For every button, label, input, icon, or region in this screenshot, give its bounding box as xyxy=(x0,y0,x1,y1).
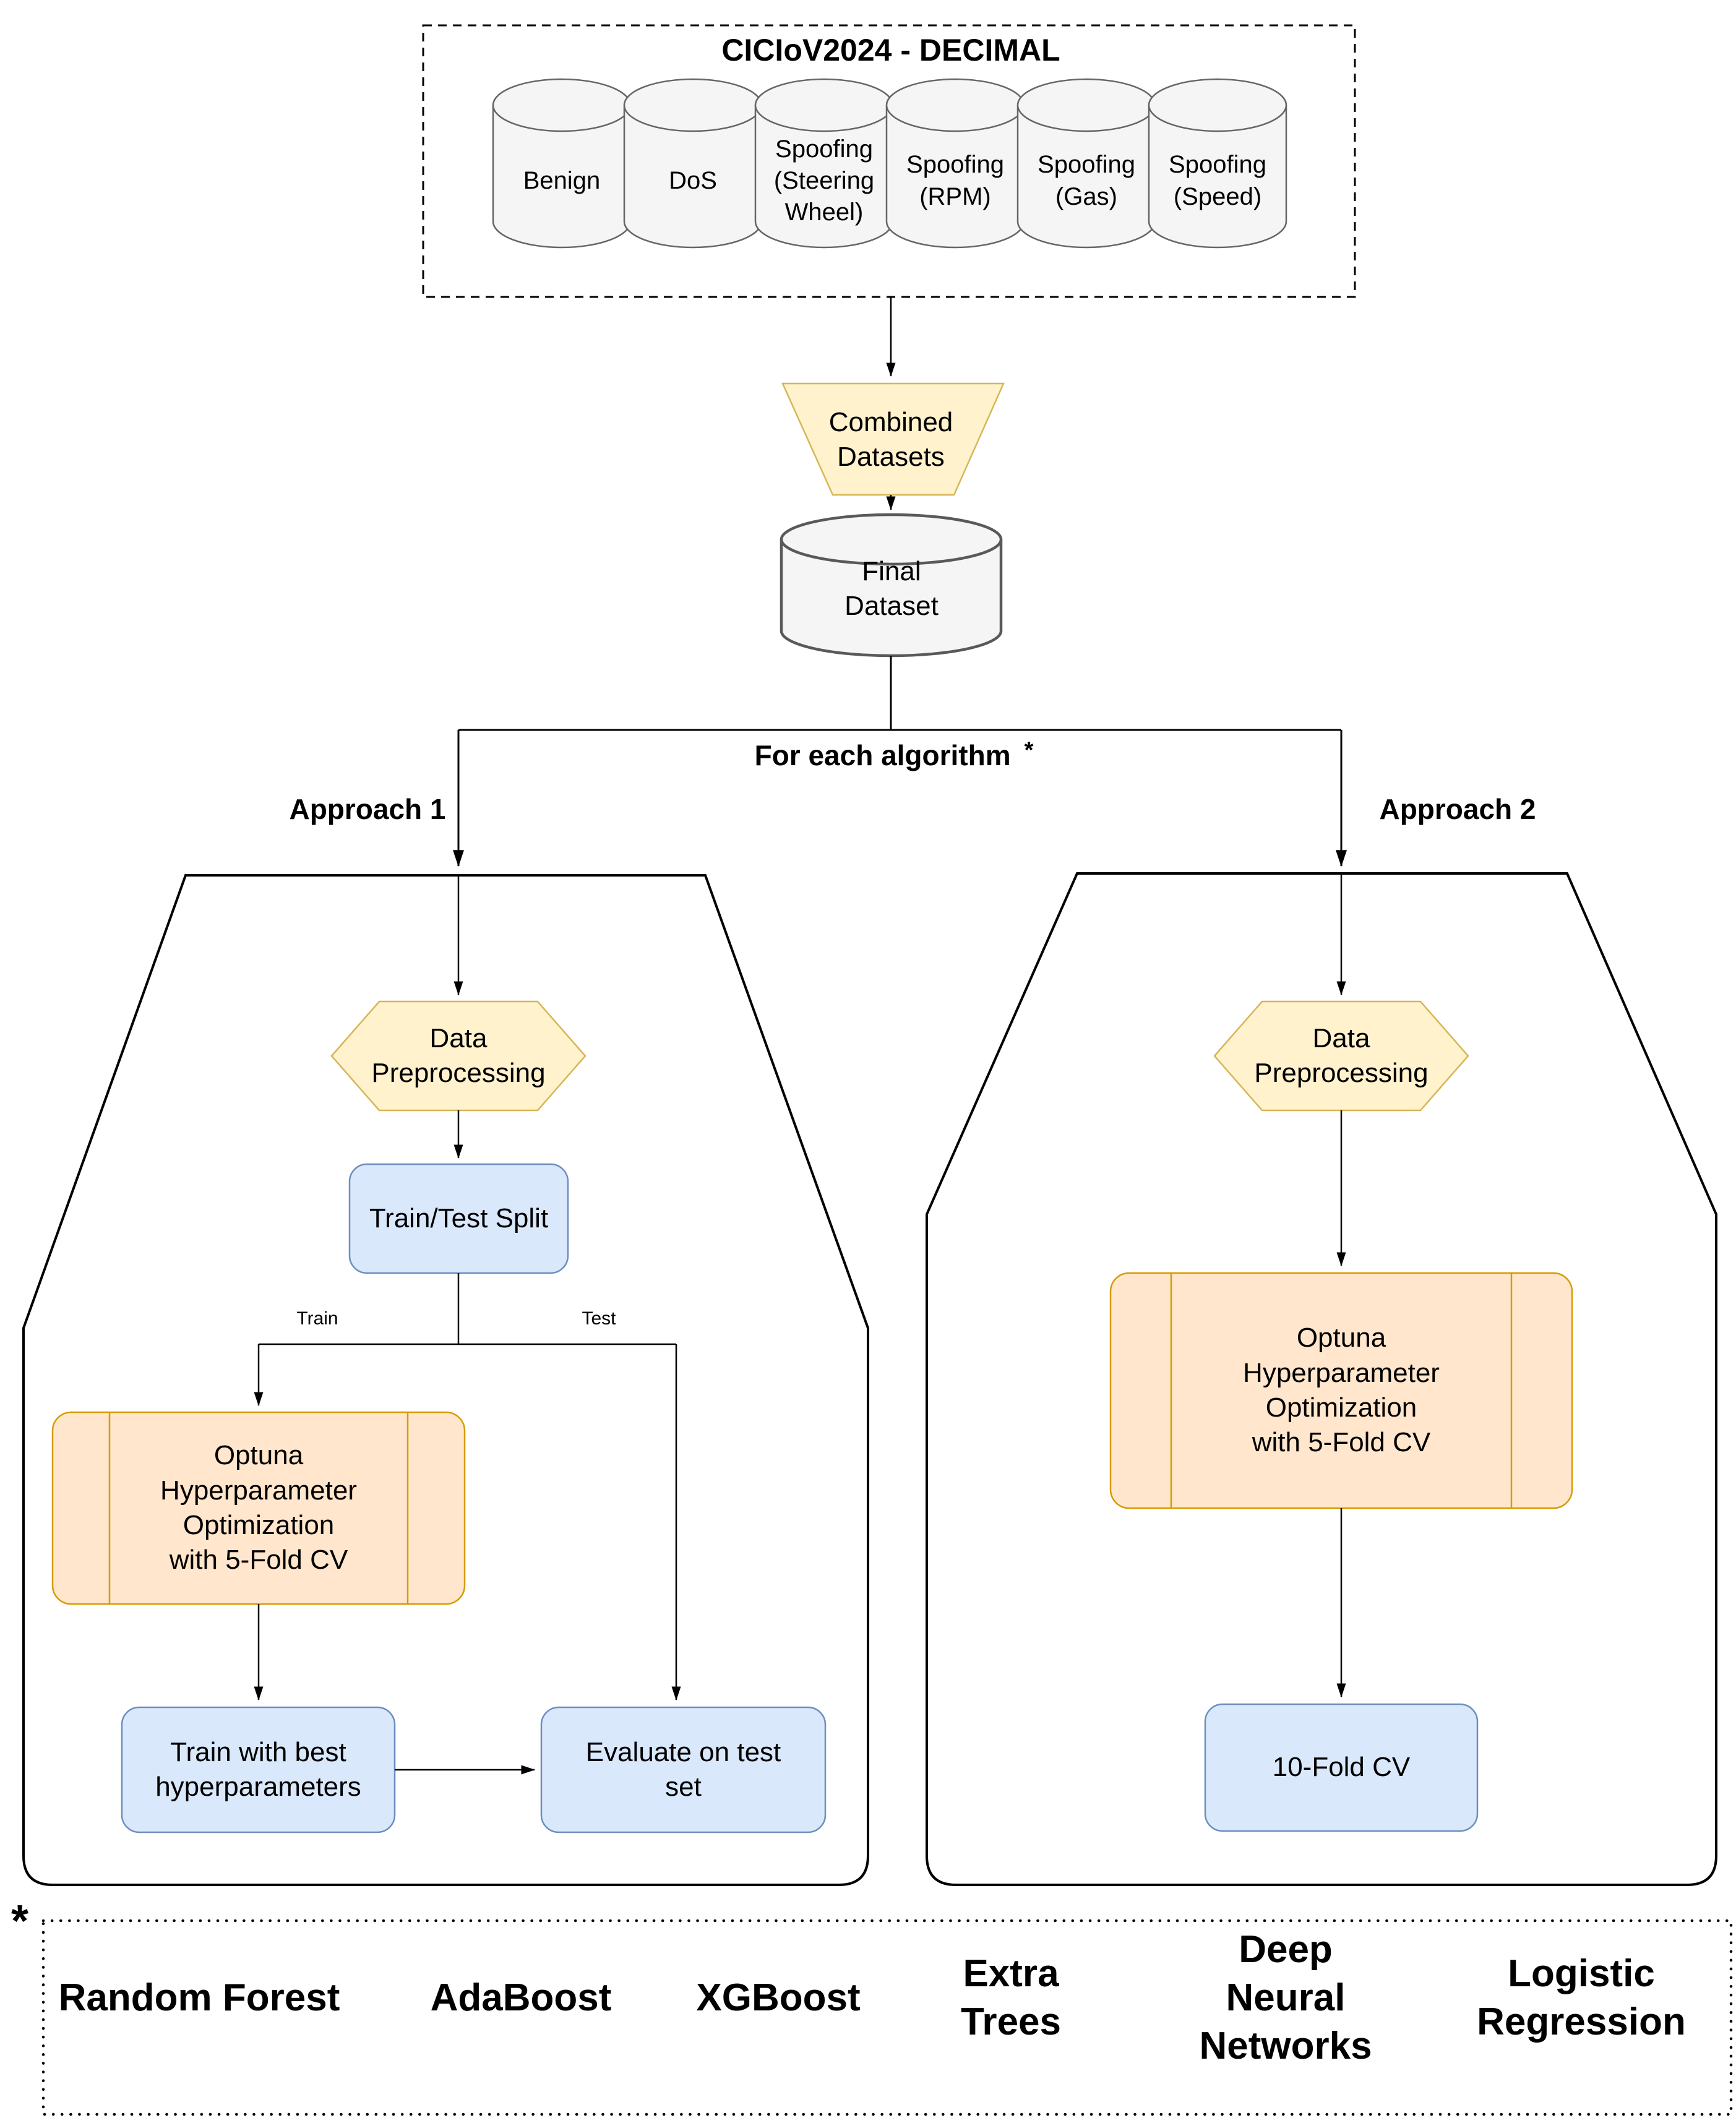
a2-ten-fold-label: 10-Fold CV xyxy=(1272,1752,1411,1783)
dataset-cylinders xyxy=(492,78,1287,249)
a2-preprocessing-hexagon xyxy=(1213,1000,1469,1112)
final-dataset-cylinder xyxy=(780,513,1003,658)
source-group-title: CICIoV2024 - DECIMAL xyxy=(721,33,1060,67)
cylinder-spoofing-speed xyxy=(1148,78,1287,249)
cylinder-spoofing-speed-label: Spoofing (Speed) xyxy=(1169,151,1266,210)
cylinder-spoofing-gas-label: Spoofing (Gas) xyxy=(1038,151,1135,210)
source-datasets-group-box xyxy=(422,24,1356,298)
a1-optuna-label: Optuna Hyperparameter Optimization with … xyxy=(160,1440,357,1576)
a1-evaluate-label: Evaluate on test set xyxy=(585,1736,781,1802)
approach2-container xyxy=(926,872,1717,1886)
a1-train-test-split-label: Train/Test Split xyxy=(369,1203,549,1233)
a2-ten-fold-box xyxy=(1204,1703,1479,1832)
edge-final-split xyxy=(458,656,1341,731)
cylinder-benign-label: Benign xyxy=(523,166,601,194)
approach1-container xyxy=(22,874,869,1886)
edge-a1-traintest-branches xyxy=(259,1273,676,1345)
a1-preprocessing-hexagon xyxy=(330,1000,587,1112)
approach2-label: Approach 2 xyxy=(1379,792,1536,825)
legend-asterisk: * xyxy=(11,1896,29,1946)
final-dataset-label: Final Dataset xyxy=(844,555,939,621)
legend-xgboost: XGBoost xyxy=(696,1976,861,2019)
approach1-label: Approach 1 xyxy=(289,792,446,825)
cylinder-spoofing-steering-wheel xyxy=(754,78,894,249)
for-each-asterisk: * xyxy=(1024,737,1034,763)
cylinder-spoofing-rpm xyxy=(885,78,1025,249)
a2-optuna-label: Optuna Hyperparameter Optimization with … xyxy=(1243,1323,1440,1458)
cylinder-benign xyxy=(492,78,632,249)
cylinder-spoofing-rpm-label: Spoofing (RPM) xyxy=(906,151,1004,210)
legend-deep-neural-networks: Deep Neural Networks xyxy=(1199,1928,1372,2068)
combined-datasets-label: Combined Datasets xyxy=(828,406,953,472)
cylinder-spoofing-gas xyxy=(1016,78,1156,249)
a1-train-edge-label: Train xyxy=(296,1308,338,1329)
a1-test-edge-label: Test xyxy=(582,1308,616,1329)
a1-train-best-label: Train with best hyperparameters xyxy=(155,1736,361,1802)
combined-datasets-trapezoid xyxy=(781,382,1005,496)
legend-extra-trees: Extra Trees xyxy=(960,1952,1062,2043)
legend-random-forest: Random Forest xyxy=(58,1976,340,2019)
for-each-algorithm-label: For each algorithm xyxy=(754,739,1011,771)
a2-preprocessing-label: Data Preprocessing xyxy=(1254,1023,1429,1088)
cylinder-spoofing-steering-label: Spoofing (Steering Wheel) xyxy=(773,135,875,226)
legend-logistic-regression: Logistic Regression xyxy=(1477,1952,1686,2043)
cylinder-dos-label: DoS xyxy=(669,166,717,194)
a1-evaluate-box xyxy=(540,1706,827,1834)
a1-preprocessing-label: Data Preprocessing xyxy=(371,1023,546,1088)
legend-adaboost: AdaBoost xyxy=(430,1976,612,2019)
